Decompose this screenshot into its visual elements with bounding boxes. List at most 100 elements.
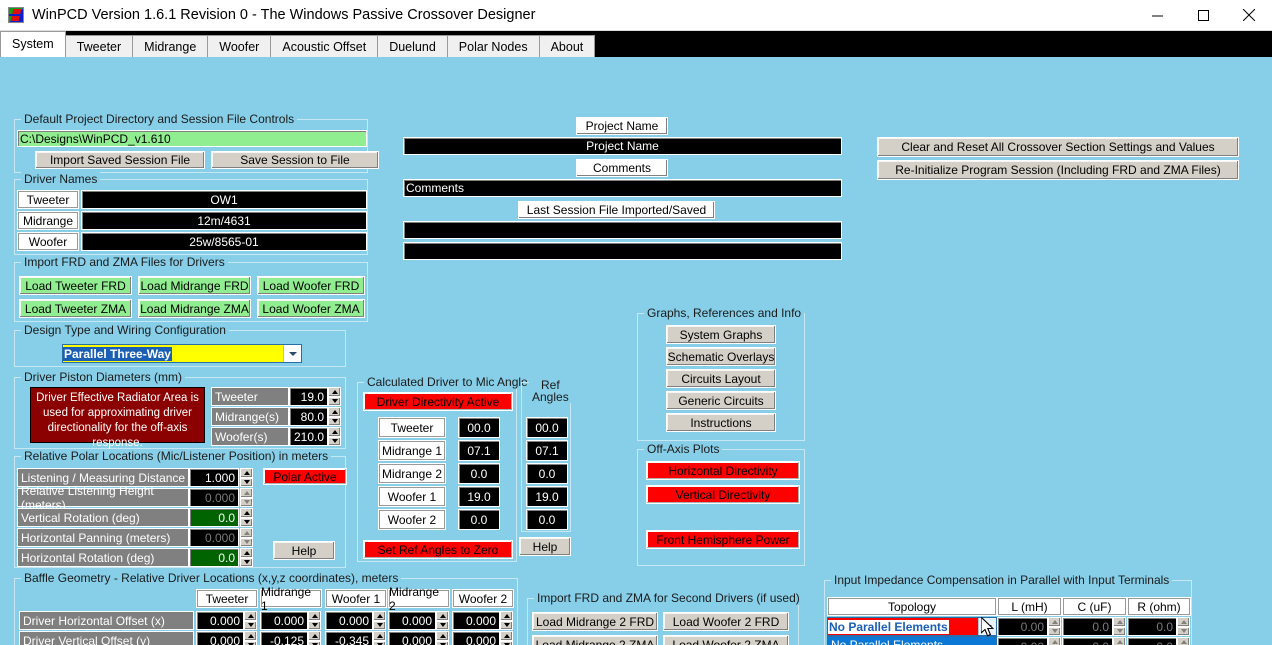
load-midrange-frd-button[interactable]: Load Midrange FRD	[138, 276, 251, 295]
load-midrange2-zma-button[interactable]: Load Midrange 2 ZMA	[532, 635, 658, 645]
tab-midrange[interactable]: Midrange	[132, 35, 209, 57]
driver-name-value-2[interactable]: 25w/8565-01	[81, 232, 367, 251]
spinner-control[interactable]	[244, 611, 257, 630]
spinner-control[interactable]	[373, 611, 386, 630]
spinner-control[interactable]	[373, 631, 386, 645]
spinner-control[interactable]	[1048, 617, 1061, 636]
spinner-control[interactable]	[308, 611, 321, 630]
driver-directivity-active-button[interactable]: Driver Directivity Active	[363, 392, 513, 411]
tab-duelund[interactable]: Duelund	[377, 35, 448, 57]
spinner-control[interactable]	[328, 387, 341, 406]
spinner-control[interactable]	[500, 611, 513, 630]
spinner-control[interactable]	[240, 468, 253, 487]
maximize-icon[interactable]	[1180, 0, 1226, 30]
chevron-down-icon[interactable]	[978, 618, 996, 635]
design-type-combobox[interactable]: Parallel Three-Way	[62, 344, 302, 363]
baffle-cell-0-1[interactable]: 0.000	[260, 611, 308, 630]
load-tweeter-frd-button[interactable]: Load Tweeter FRD	[19, 276, 132, 295]
spinner-control[interactable]	[240, 508, 253, 527]
load-tweeter-zma-button[interactable]: Load Tweeter ZMA	[19, 299, 132, 318]
spinner-control[interactable]	[1177, 617, 1190, 636]
piston-value-2[interactable]: 210.0	[289, 427, 328, 446]
set-ref-angles-zero-button[interactable]: Set Ref Angles to Zero	[363, 540, 513, 559]
clear-reset-crossover-button[interactable]: Clear and Reset All Crossover Section Se…	[877, 137, 1239, 157]
spinner-control[interactable]	[1048, 637, 1061, 645]
baffle-cell-1-4[interactable]: 0.000	[452, 631, 500, 645]
save-session-button[interactable]: Save Session to File	[211, 151, 379, 169]
spinner-control[interactable]	[436, 611, 449, 630]
spinner-control[interactable]	[436, 631, 449, 645]
baffle-cell-0-0[interactable]: 0.000	[196, 611, 244, 630]
polar-value-3[interactable]: 0.000	[189, 528, 239, 547]
graphs-button-system-graphs[interactable]: System Graphs	[666, 325, 776, 344]
project-name-label-button[interactable]: Project Name	[576, 117, 668, 135]
project-name-input[interactable]: Project Name	[403, 137, 842, 155]
close-icon[interactable]	[1226, 0, 1272, 30]
piston-value-0[interactable]: 19.0	[289, 387, 328, 406]
project-path-input[interactable]: C:\Designs\WinPCD_v1.610	[17, 130, 367, 147]
vertical-directivity-button[interactable]: Vertical Directivity	[646, 485, 800, 504]
spinner-control[interactable]	[1177, 637, 1190, 645]
polar-active-button[interactable]: Polar Active	[263, 468, 347, 485]
impedance-cell-r-1[interactable]: 0.0	[1127, 637, 1177, 645]
minimize-icon[interactable]	[1134, 0, 1180, 30]
spinner-control[interactable]	[308, 631, 321, 645]
baffle-cell-0-4[interactable]: 0.000	[452, 611, 500, 630]
spinner-control[interactable]	[1113, 617, 1126, 636]
impedance-cell-l-1[interactable]: 0.00	[997, 637, 1048, 645]
mic-angle-help-button[interactable]: Help	[519, 537, 571, 556]
polar-value-2[interactable]: 0.0	[189, 508, 239, 527]
last-session-value-2[interactable]	[403, 242, 842, 260]
polar-value-0[interactable]: 1.000	[189, 468, 239, 487]
graphs-button-instructions[interactable]: Instructions	[666, 413, 776, 432]
driver-name-value-0[interactable]: OW1	[81, 190, 367, 209]
spinner-control[interactable]	[240, 488, 253, 507]
graphs-button-circuits-layout[interactable]: Circuits Layout	[666, 369, 776, 388]
baffle-cell-0-3[interactable]: 0.000	[388, 611, 436, 630]
driver-name-value-1[interactable]: 12m/4631	[81, 211, 367, 230]
load-woofer2-zma-button[interactable]: Load Woofer 2 ZMA	[663, 635, 789, 645]
tab-acoustic-offset[interactable]: Acoustic Offset	[270, 35, 379, 57]
horizontal-directivity-button[interactable]: Horizontal Directivity	[646, 461, 800, 480]
polar-help-button[interactable]: Help	[273, 541, 335, 560]
polar-value-1[interactable]: 0.000	[189, 488, 239, 507]
tab-woofer[interactable]: Woofer	[207, 35, 272, 57]
graphs-button-schematic-overlays[interactable]: Schematic Overlays	[666, 347, 776, 366]
comments-label-button[interactable]: Comments	[576, 159, 668, 177]
piston-value-1[interactable]: 80.0	[289, 407, 328, 426]
spinner-control[interactable]	[244, 631, 257, 645]
baffle-cell-1-3[interactable]: 0.000	[388, 631, 436, 645]
tab-about[interactable]: About	[538, 35, 596, 57]
load-woofer2-frd-button[interactable]: Load Woofer 2 FRD	[663, 612, 789, 631]
spinner-control[interactable]	[500, 631, 513, 645]
topology-combobox[interactable]: No Parallel Elements	[827, 617, 997, 636]
impedance-cell-r-0[interactable]: 0.0	[1127, 617, 1177, 636]
topology-dropdown-list[interactable]: No Parallel ElementsParallel ResistorSer…	[827, 636, 997, 645]
spinner-control[interactable]	[240, 528, 253, 547]
baffle-cell-1-1[interactable]: -0.125	[260, 631, 308, 645]
load-midrange-zma-button[interactable]: Load Midrange ZMA	[138, 299, 251, 318]
baffle-cell-0-2[interactable]: 0.000	[325, 611, 373, 630]
load-woofer-frd-button[interactable]: Load Woofer FRD	[257, 276, 365, 295]
load-midrange2-frd-button[interactable]: Load Midrange 2 FRD	[532, 612, 658, 631]
impedance-cell-l-0[interactable]: 0.00	[997, 617, 1048, 636]
comments-input[interactable]: Comments	[403, 179, 842, 197]
tab-tweeter[interactable]: Tweeter	[64, 35, 134, 57]
spinner-control[interactable]	[240, 548, 253, 567]
baffle-cell-1-2[interactable]: -0.345	[325, 631, 373, 645]
front-hemisphere-power-button[interactable]: Front Hemisphere Power	[646, 530, 800, 549]
import-session-button[interactable]: Import Saved Session File	[35, 151, 205, 169]
load-woofer-zma-button[interactable]: Load Woofer ZMA	[257, 299, 365, 318]
spinner-control[interactable]	[328, 407, 341, 426]
chevron-down-icon[interactable]	[283, 345, 301, 362]
spinner-control[interactable]	[1113, 637, 1126, 645]
spinner-control[interactable]	[328, 427, 341, 446]
reinitialize-session-button[interactable]: Re-Initialize Program Session (Including…	[877, 160, 1239, 180]
graphs-button-generic-circuits[interactable]: Generic Circuits	[666, 391, 776, 410]
topology-option-0[interactable]: No Parallel Elements	[828, 637, 996, 645]
tab-system[interactable]: System	[0, 31, 66, 57]
baffle-cell-1-0[interactable]: 0.000	[196, 631, 244, 645]
impedance-cell-c-1[interactable]: 0.0	[1062, 637, 1113, 645]
last-session-value-1[interactable]	[403, 221, 842, 239]
impedance-cell-c-0[interactable]: 0.0	[1062, 617, 1113, 636]
